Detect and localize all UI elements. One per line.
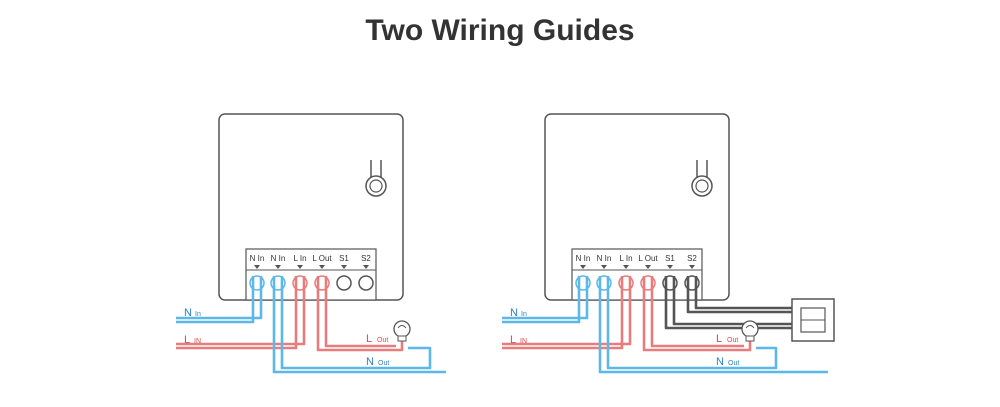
wire-label-lout-sub: Out [377,337,388,344]
terminal-label: L In [293,254,306,263]
terminal-label: N In [576,254,591,263]
wire-label-n-sub: In [521,311,527,318]
wiring-guide-2: N In N In L In L Out S1 S2 [502,113,835,374]
terminal-label: L Out [312,254,332,263]
terminal-label: S1 [339,254,349,263]
wire-label-n-sub: In [195,311,201,318]
terminal-block [571,248,703,301]
wire-label-l: L [510,334,516,346]
terminal-label: L Out [638,254,658,263]
page-title: Two Wiring Guides [365,14,635,47]
mount-hook-icon [365,160,387,197]
terminal-label: S2 [687,254,697,263]
wire-label-lout: L [716,333,722,345]
wire-label-l-sub: IN [194,338,201,345]
wire-label-lout: L [366,333,372,345]
wire-label-n: N [510,307,518,319]
terminal-label: S1 [665,254,675,263]
terminal-label: N In [271,254,286,263]
terminal-label: N In [597,254,612,263]
wire-label-nout-sub: Out [728,360,739,367]
terminal-block [245,248,377,301]
wall-switch-icon [791,298,835,342]
bulb-icon [741,320,759,342]
wire-label-nout-sub: Out [378,360,389,367]
terminal-screw [336,275,352,291]
wire-label-l-sub: IN [520,338,527,345]
terminal-label: L In [619,254,632,263]
wire-label-nout: N [716,356,724,368]
wire-label-nout: N [366,356,374,368]
wire-label-n: N [184,307,192,319]
mount-hook-icon [691,160,713,197]
wire-label-l: L [184,334,190,346]
wiring-guide-1: N In N In L In L Out S1 S2 [176,113,446,374]
terminal-screw [358,275,374,291]
terminal-label: N In [250,254,265,263]
wire-label-lout-sub: Out [727,337,738,344]
bulb-icon [393,320,411,342]
terminal-label: S2 [361,254,371,263]
